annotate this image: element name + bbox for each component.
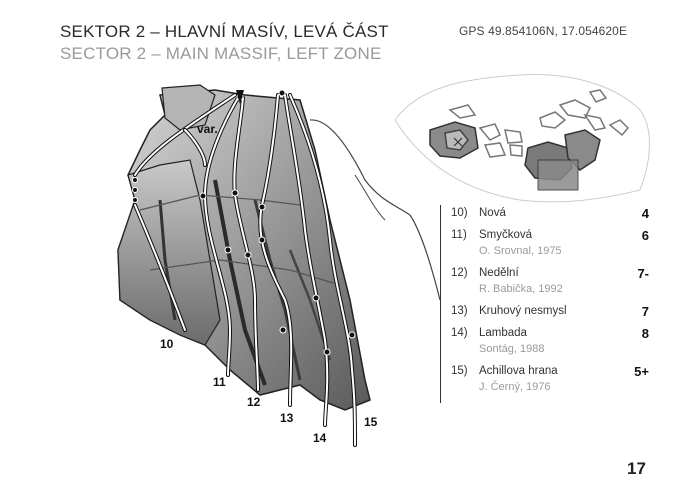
route-label-11: 11 [213, 375, 226, 389]
background-rock-outline-2 [354, 174, 386, 221]
route-label-15: 15 [364, 415, 378, 429]
route-number: 11) [451, 229, 467, 241]
route-line-15 [288, 93, 357, 447]
page-title-cz: SEKTOR 2 – HLAVNÍ MASÍV, LEVÁ ČÁST [60, 22, 389, 41]
sector-highlight-box [537, 159, 579, 191]
route-grade: 6 [641, 228, 649, 243]
route-author: O. Srovnal, 1975 [479, 245, 562, 257]
map-circle-outline-2 [394, 119, 641, 203]
route-grade: 5+ [634, 364, 649, 379]
sector-cross-icon [453, 137, 463, 147]
route-grade: 7- [637, 266, 649, 281]
route-item-15: 15) Achillova hrana 5+ J. Černý, 1976 [451, 364, 651, 393]
route-line-12 [232, 96, 260, 392]
route-grade: 4 [641, 206, 649, 221]
route-name: Nedělní [479, 267, 519, 279]
route-number: 14) [451, 327, 468, 339]
page-title-en: SECTOR 2 – MAIN MASSIF, LEFT ZONE [60, 44, 382, 63]
route-name: Nová [479, 207, 506, 219]
route-line-variant [183, 128, 207, 167]
route-author: Sontág, 1988 [479, 343, 545, 355]
route-grade: 8 [641, 326, 649, 341]
route-line-11 [202, 96, 240, 377]
background-rock-outline [309, 119, 441, 301]
route-author: J. Černý, 1976 [479, 381, 551, 393]
route-label-14: 14 [313, 431, 327, 445]
route-item-10: 10) Nová 4 [451, 206, 651, 221]
route-line-14 [283, 93, 330, 427]
route-label-12: 12 [247, 395, 261, 409]
route-number: 10) [451, 207, 468, 219]
route-item-12: 12) Nedělní 7- R. Babička, 1992 [451, 266, 651, 295]
route-number: 13) [451, 305, 468, 317]
route-label-10: 10 [160, 337, 174, 351]
variant-label: var. [197, 122, 218, 136]
route-name: Smyčková [479, 229, 533, 241]
route-item-11: 11) Smyčková 6 O. Srovnal, 1975 [451, 228, 651, 257]
route-number: 15) [451, 365, 468, 377]
route-number: 12) [451, 267, 468, 279]
route-label-13: 13 [280, 411, 294, 425]
route-item-13: 13) Kruhový nesmysl 7 [451, 304, 651, 319]
rock-left-face [117, 159, 221, 346]
route-item-14: 14) Lambada 8 Sontág, 1988 [451, 326, 651, 355]
route-grade: 7 [641, 304, 649, 319]
rock-ledge-2 [149, 259, 341, 286]
route-author: R. Babička, 1992 [479, 283, 563, 295]
route-name: Lambada [479, 327, 527, 339]
route-name: Achillova hrana [479, 365, 558, 377]
gps-coordinates: GPS 49.854106N, 17.054620E [459, 24, 628, 38]
route-line-13 [258, 93, 294, 407]
route-name: Kruhový nesmysl [479, 305, 567, 317]
route-start-arrow [236, 90, 244, 104]
route-line-10 [133, 93, 237, 332]
map-circle-outline [394, 74, 650, 191]
rock-ledge [139, 194, 301, 211]
route-list: 10) Nová 4 11) Smyčková 6 O. Srovnal, 1975… [440, 205, 656, 403]
page-number: 17 [627, 459, 646, 478]
map-rocks [429, 89, 630, 181]
